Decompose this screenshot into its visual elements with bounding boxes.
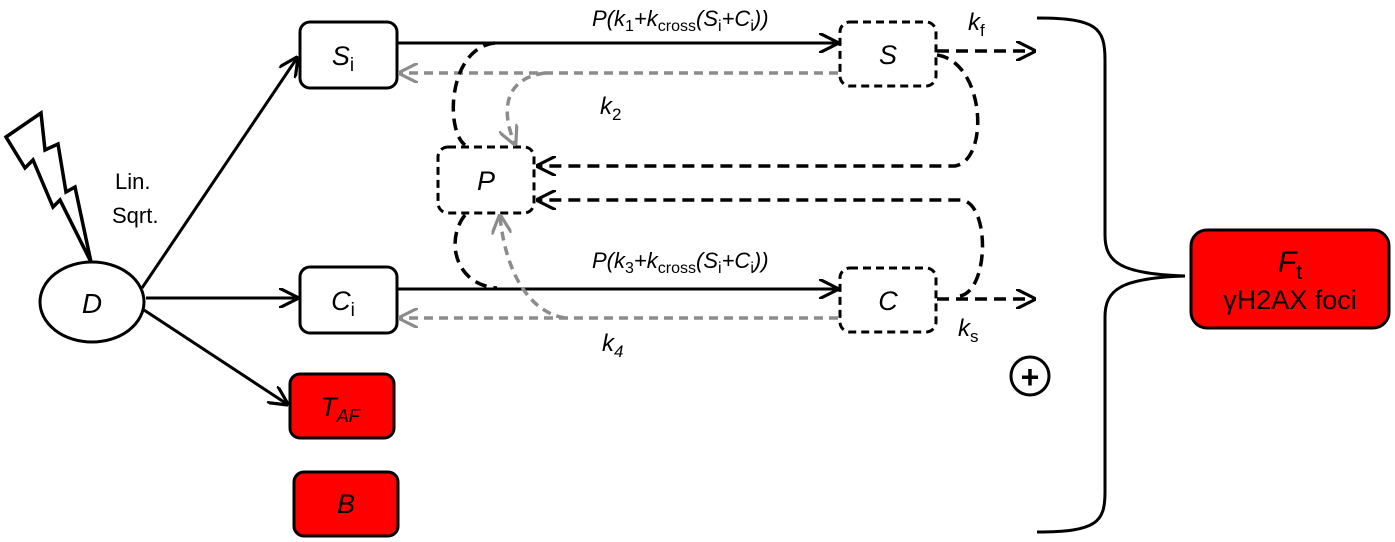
taf-node xyxy=(288,372,396,440)
b-node xyxy=(292,470,400,538)
d-to-taf-arrow xyxy=(143,308,287,404)
ks-label: ks xyxy=(958,315,979,346)
ft-node xyxy=(1189,228,1391,330)
dose-node xyxy=(38,260,146,344)
rate-label-top: P(k1+kcross(Si+Ci)) xyxy=(592,6,769,35)
plus-circle-icon xyxy=(1009,355,1051,397)
b-node-label: B xyxy=(337,489,355,519)
d-to-si-arrow xyxy=(140,58,297,289)
c-node xyxy=(838,266,938,334)
p-node-label: P xyxy=(477,166,495,196)
radiation-bolt-icon xyxy=(3,109,93,263)
ci-node xyxy=(298,265,399,335)
lin-label: Lin. xyxy=(115,169,150,194)
si-node-label: Si xyxy=(332,41,354,76)
c-node-label: C xyxy=(878,286,898,316)
plus-symbol: + xyxy=(1021,359,1040,395)
taf-node-label: TAF xyxy=(320,392,361,426)
k4-to-p-arrow xyxy=(500,216,566,320)
ci-p-loop-bottom xyxy=(453,213,498,290)
rate-label-bottom: P(k3+kcross(Si+Ci)) xyxy=(592,248,769,277)
ft-node-label: Ft xyxy=(1278,246,1302,284)
ci-node-label: Ci xyxy=(331,286,355,321)
kf-label: kf xyxy=(968,9,985,40)
s-node-label: S xyxy=(879,40,897,70)
si-p-loop-top xyxy=(451,41,496,147)
p-node xyxy=(436,145,536,215)
dose-node-label: D xyxy=(82,288,102,319)
k2-label: k2 xyxy=(600,93,621,124)
k4-label: k4 xyxy=(602,330,623,361)
c-to-p-arrow xyxy=(538,200,985,298)
si-node xyxy=(298,20,399,90)
k2-to-p-arrow xyxy=(507,71,546,144)
ft-node-subtitle: γH2AX foci xyxy=(1223,285,1357,315)
sqrt-label: Sqrt. xyxy=(112,203,158,228)
s-node xyxy=(838,20,938,88)
summation-brace xyxy=(1036,16,1186,534)
s-to-p-arrow xyxy=(538,53,980,166)
